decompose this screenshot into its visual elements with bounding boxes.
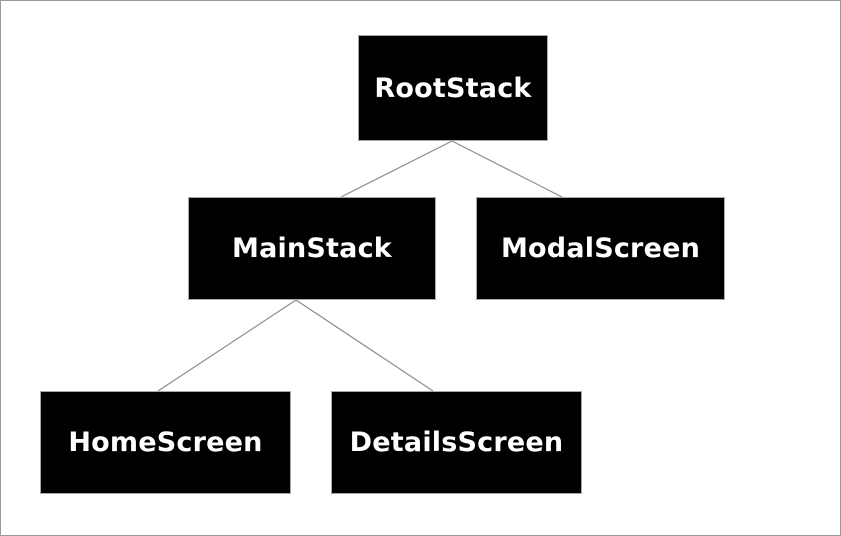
node-rootstack-label: RootStack	[374, 72, 532, 104]
node-modalscreen[interactable]: ModalScreen	[476, 197, 725, 300]
node-mainstack[interactable]: MainStack	[188, 197, 436, 300]
node-rootstack[interactable]: RootStack	[358, 35, 548, 141]
edge-rootstack-mainstack	[340, 140, 453, 198]
node-homescreen[interactable]: HomeScreen	[40, 391, 291, 494]
node-homescreen-label: HomeScreen	[68, 427, 263, 458]
node-modalscreen-label: ModalScreen	[500, 233, 701, 264]
edge-rootstack-modalscreen	[451, 140, 563, 198]
node-detailsscreen[interactable]: DetailsScreen	[331, 391, 582, 494]
edge-mainstack-homescreen	[157, 299, 297, 392]
node-mainstack-label: MainStack	[232, 233, 392, 264]
edge-mainstack-detailsscreen	[295, 299, 434, 392]
node-detailsscreen-label: DetailsScreen	[349, 427, 564, 458]
